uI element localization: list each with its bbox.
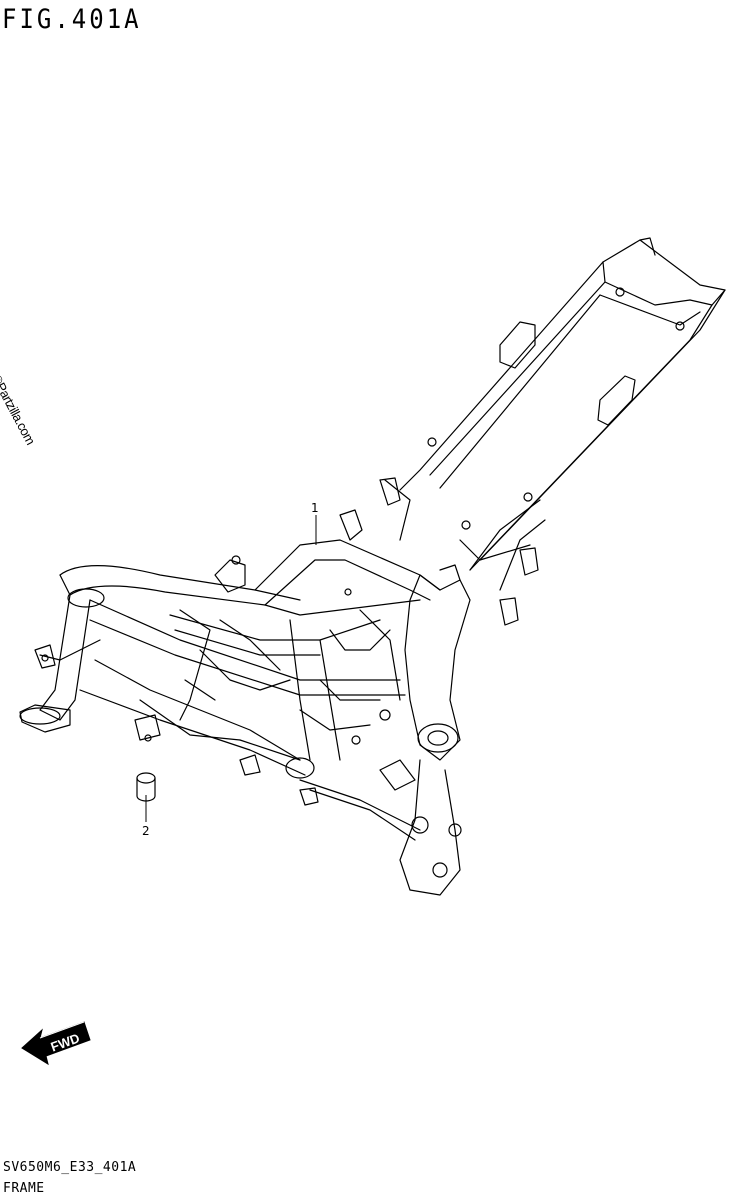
collar-part <box>136 772 156 802</box>
diagram-code: SV650M6_E33_401A <box>3 1160 137 1175</box>
callout-number-2: 2 <box>142 824 150 838</box>
section-name: FRAME <box>3 1181 45 1196</box>
forward-arrow-icon <box>21 1021 91 1066</box>
callout-number-1: 1 <box>311 501 319 515</box>
figure-title: FIG.401A <box>2 4 142 35</box>
